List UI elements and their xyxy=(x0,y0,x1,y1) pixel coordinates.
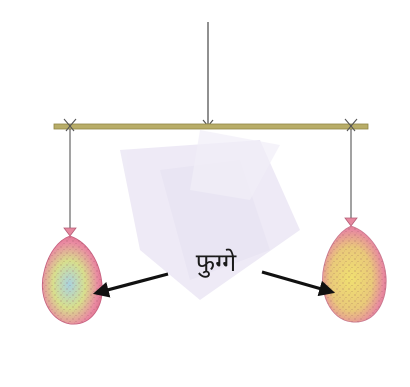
arrow-to-right-balloon xyxy=(262,272,332,292)
balloon-right xyxy=(322,218,386,322)
hanging-rod xyxy=(54,124,368,129)
balloon-left xyxy=(42,228,102,324)
balloons-label: फुग्गे xyxy=(176,250,256,275)
arrow-to-left-balloon xyxy=(96,274,168,293)
